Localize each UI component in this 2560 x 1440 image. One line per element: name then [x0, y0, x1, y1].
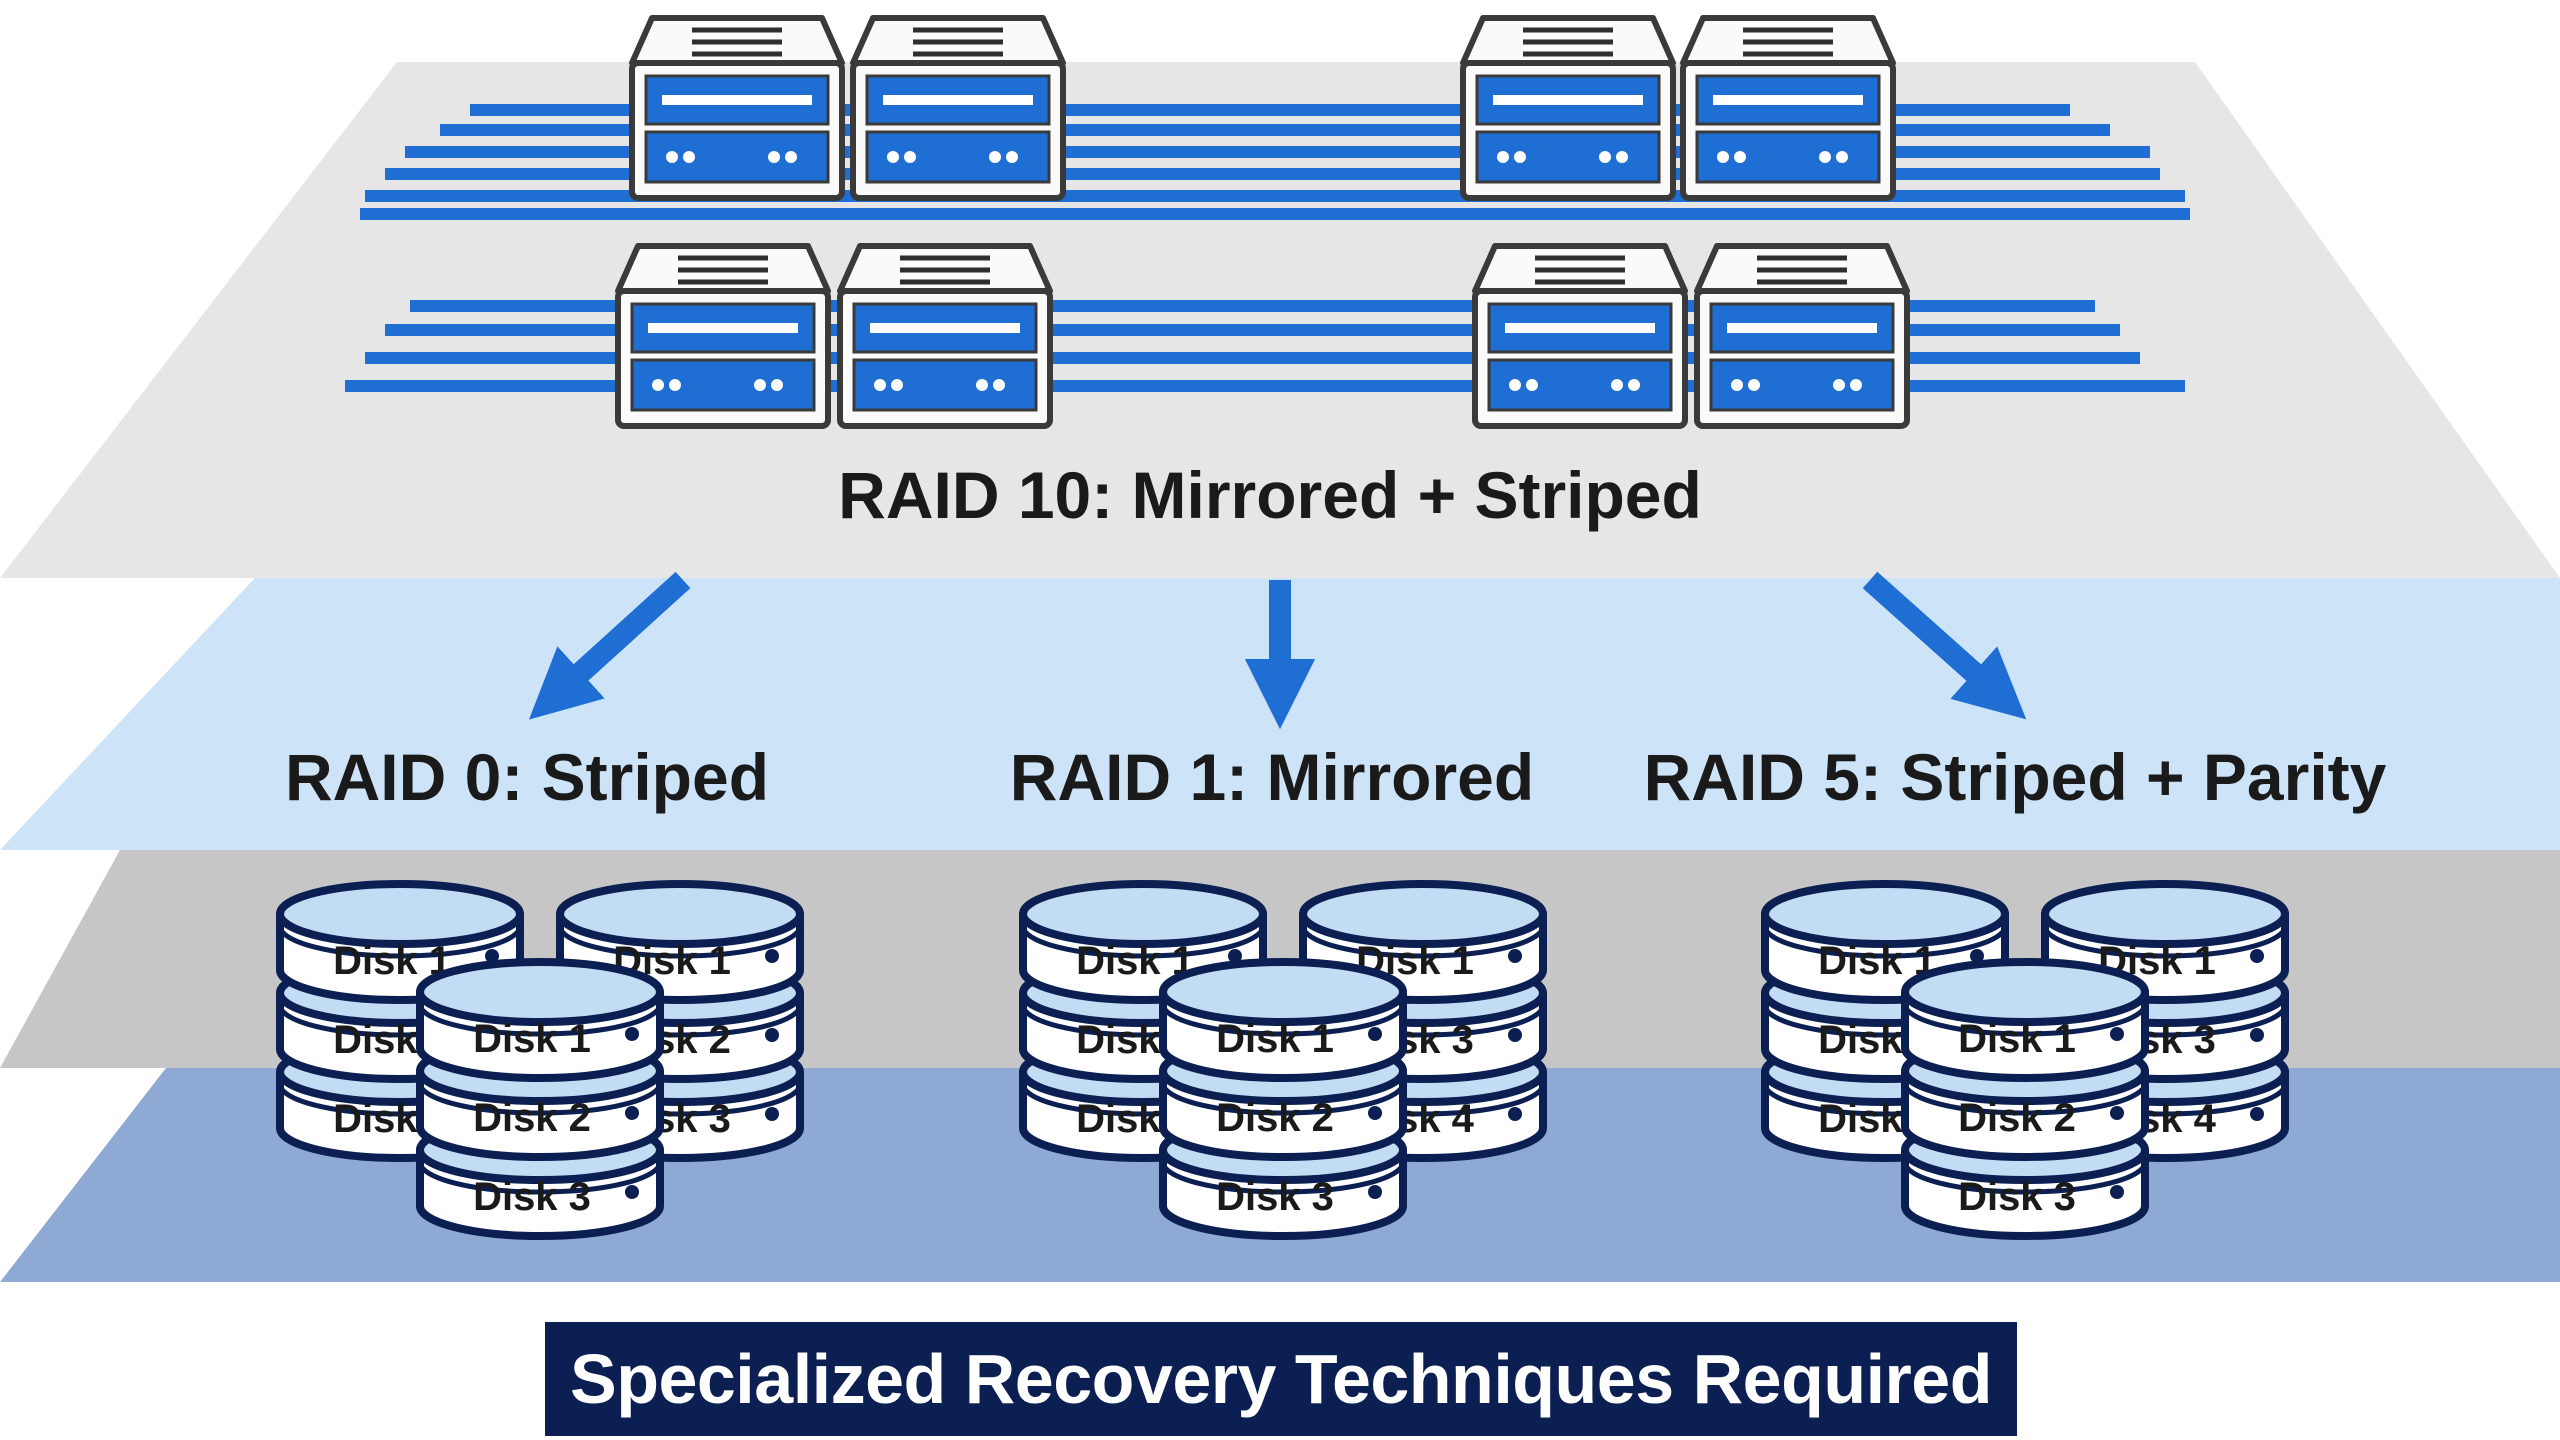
server-icon — [850, 15, 1066, 201]
disk-label: Disk 1 — [1216, 1017, 1334, 1061]
disk-stack: Disk 3 Disk 2 Disk 1 — [1159, 958, 1407, 1240]
disk-platter: Disk 1 — [1901, 958, 2149, 1082]
disk-stack: Disk 3 Disk 2 Disk 1 — [416, 958, 664, 1240]
server-icon — [1680, 15, 1896, 201]
server-icon — [1472, 243, 1688, 429]
disk-label: Disk 2 — [1216, 1096, 1334, 1140]
raid1-label: RAID 1: Mirrored — [1010, 740, 1534, 814]
disk-label: Disk 3 — [473, 1175, 591, 1219]
disk-label: Disk 2 — [1958, 1096, 2076, 1140]
server-icon — [615, 243, 831, 429]
disk-platter: Disk 1 — [1761, 880, 2009, 1004]
arrow-left — [528, 571, 691, 720]
recovery-banner: Specialized Recovery Techniques Required — [545, 1322, 2017, 1436]
server-icon — [837, 243, 1053, 429]
server-icon — [1460, 15, 1676, 201]
disk-platter: Disk 2 — [1159, 1037, 1407, 1161]
server-icon — [1694, 243, 1910, 429]
disk-platter: Disk 1 — [1159, 958, 1407, 1082]
disk-label: Disk 3 — [1958, 1175, 2076, 1219]
disk-platter: Disk 1 — [416, 958, 664, 1082]
arrow-right — [1862, 571, 2027, 720]
disk-label: Disk 3 — [1216, 1175, 1334, 1219]
raid0-label: RAID 0: Striped — [285, 740, 769, 814]
disk-label: Disk 1 — [473, 1017, 591, 1061]
disk-label: Disk 2 — [473, 1096, 591, 1140]
disk-platter: Disk 1 — [276, 880, 524, 1004]
disk-platter: Disk 1 — [556, 880, 804, 1004]
raid5-label: RAID 5: Striped + Parity — [1644, 740, 2387, 814]
stripe-bar — [360, 208, 2190, 220]
raid10-label: RAID 10: Mirrored + Striped — [838, 458, 1702, 532]
server-icon — [629, 15, 845, 201]
server-array — [615, 15, 1910, 429]
disk-stack: Disk 3 Disk 2 Disk 1 — [1901, 958, 2149, 1240]
disk-label: Disk 1 — [1958, 1017, 2076, 1061]
